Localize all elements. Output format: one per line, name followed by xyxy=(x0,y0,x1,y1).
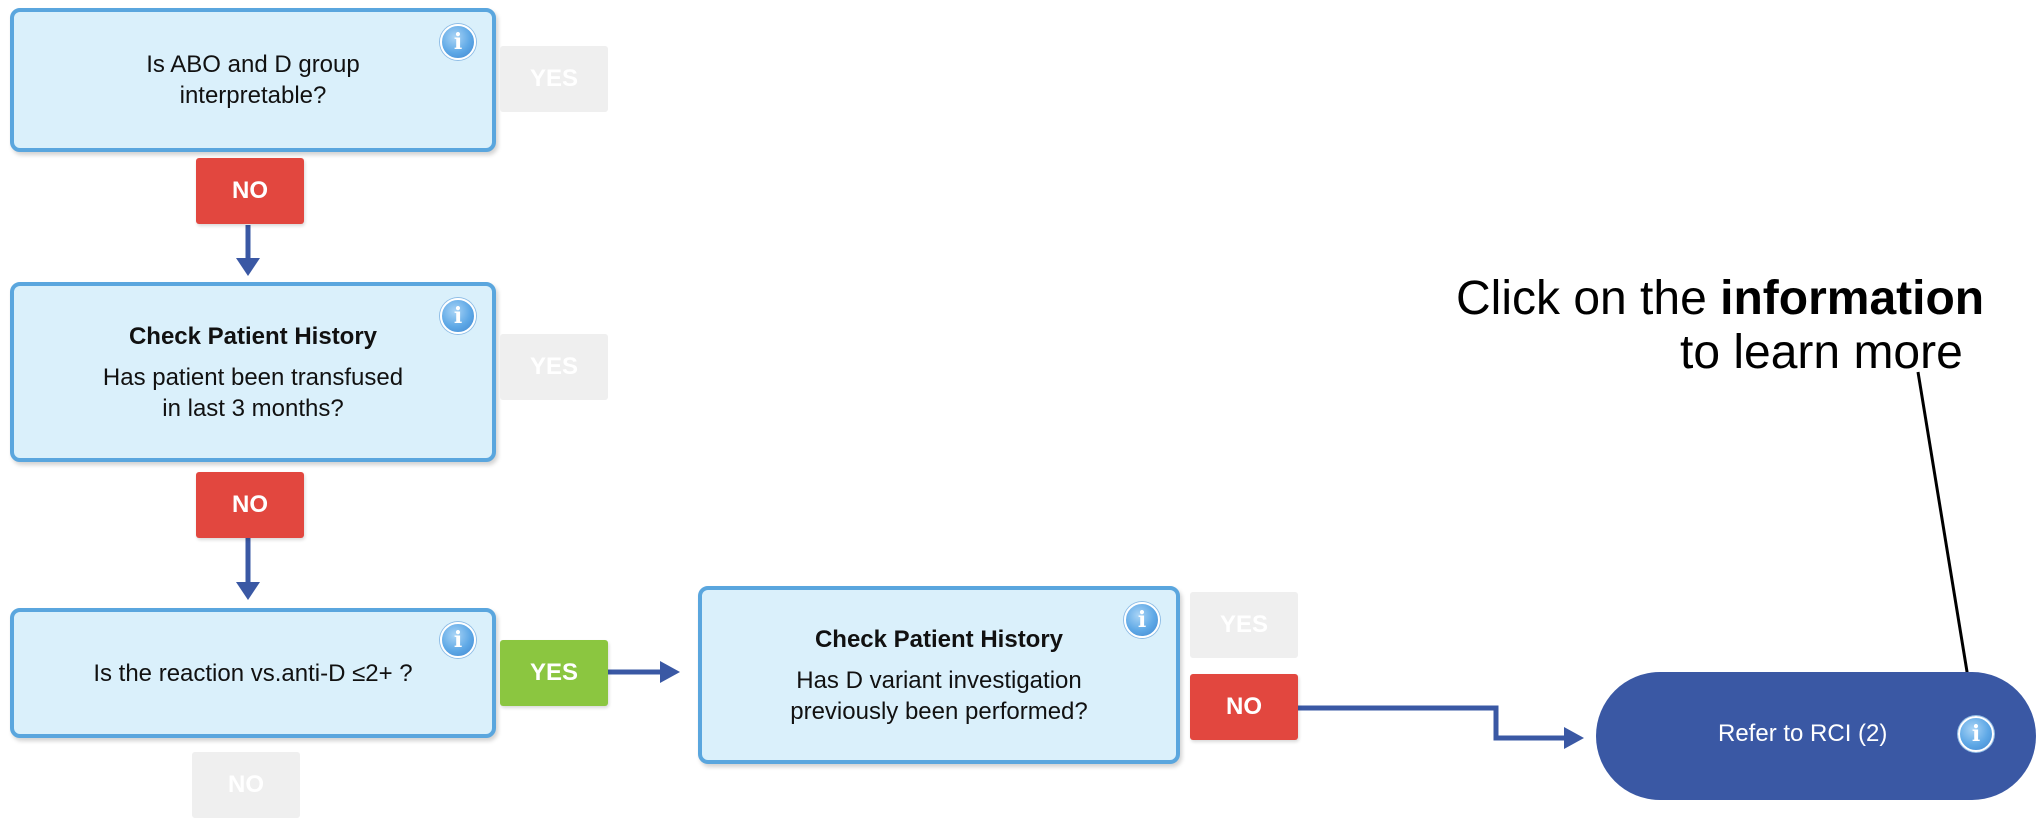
arrowhead-q1-to-q2 xyxy=(236,258,260,276)
no-button-q2[interactable]: NO xyxy=(196,472,304,538)
no-button-q1[interactable]: NO xyxy=(196,158,304,224)
yes-button-q4[interactable]: YES xyxy=(1190,592,1298,658)
arrowhead-q3-to-q4 xyxy=(660,661,680,683)
question-heading: Check Patient History xyxy=(128,322,378,350)
yes-button-q2[interactable]: YES xyxy=(500,334,608,400)
info-icon[interactable]: i xyxy=(440,622,476,658)
info-icon[interactable]: i xyxy=(440,24,476,60)
question-text: Is ABO and D group interpretable? xyxy=(146,51,360,109)
arrowhead-q4-to-terminal xyxy=(1564,727,1584,749)
question-box-anti-d-reaction[interactable]: Is the reaction vs.anti-D ≤2+ ? xyxy=(10,608,496,738)
arrow-q4-to-terminal xyxy=(1296,705,1568,741)
info-icon[interactable]: i xyxy=(1124,602,1160,638)
terminal-label: Refer to RCI (2) xyxy=(1718,720,1888,747)
question-text: Has patient been transfused in last 3 mo… xyxy=(102,363,404,422)
question-box-abo-d-group[interactable]: Is ABO and D group interpretable? xyxy=(10,8,496,152)
info-icon[interactable]: i xyxy=(440,298,476,334)
annotation-line2: to learn more xyxy=(1680,326,1963,379)
annotation-prefix: Click on the xyxy=(1456,272,1721,325)
no-button-q4[interactable]: NO xyxy=(1190,674,1298,740)
arrowhead-q2-to-q3 xyxy=(236,582,260,600)
question-text: Is the reaction vs.anti-D ≤2+ ? xyxy=(93,659,413,687)
instruction-annotation: Click on the information to learn more xyxy=(1456,272,2036,380)
question-heading: Check Patient History xyxy=(814,625,1064,653)
yes-button-q3[interactable]: YES xyxy=(500,640,608,706)
question-text: Has D variant investigation previously b… xyxy=(790,666,1088,725)
info-icon[interactable]: i xyxy=(1958,716,1994,752)
annotation-bold: information xyxy=(1720,272,1985,325)
question-box-transfusion-history[interactable]: Check Patient History Has patient been t… xyxy=(10,282,496,462)
question-box-d-variant-investigation[interactable]: Check Patient History Has D variant inve… xyxy=(698,586,1180,764)
no-button-q3[interactable]: NO xyxy=(192,752,300,818)
annotation-pointer-arrow xyxy=(1916,371,1972,691)
yes-button-q1[interactable]: YES xyxy=(500,46,608,112)
